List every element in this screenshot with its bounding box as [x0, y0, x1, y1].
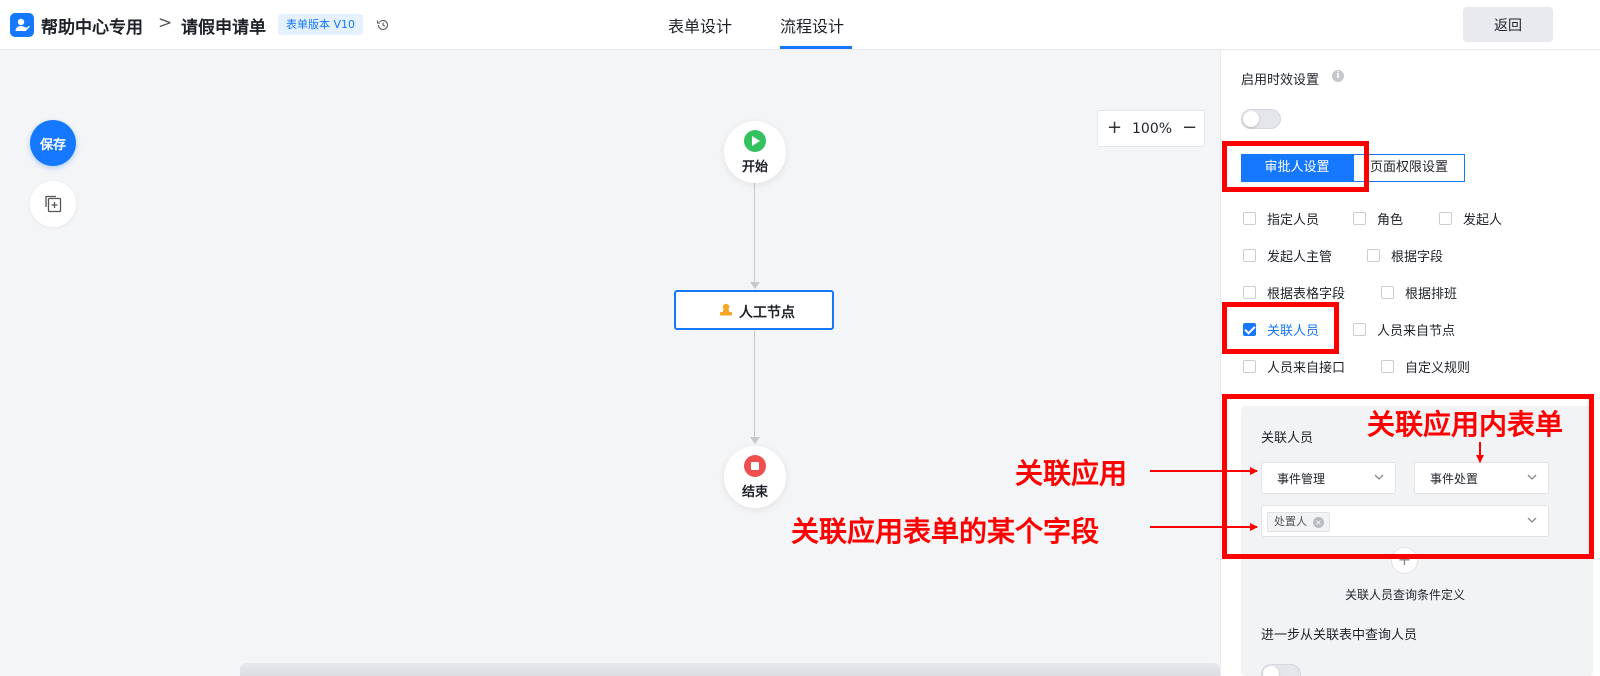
further-query-label: 进一步从关联表中查询人员 [1261, 628, 1418, 643]
annotation-box-related-config [1222, 394, 1594, 559]
checkbox[interactable] [1381, 286, 1394, 299]
chevron-down-icon [1527, 517, 1537, 523]
checkbox[interactable] [1243, 212, 1256, 225]
option-label: 自定义规则 [1405, 361, 1471, 376]
option-label: 角色 [1377, 213, 1404, 228]
related-person-config: 关联人员 事件管理 事件处置 处置人 × + 关联人员查询条件定义 进一步从关联… [1241, 406, 1593, 676]
checkbox[interactable] [1243, 360, 1256, 373]
timeliness-toggle[interactable] [1241, 109, 1281, 129]
play-icon [744, 130, 766, 152]
add-condition-label[interactable]: 关联人员查询条件定义 [1344, 588, 1465, 602]
option-label: 根据表格字段 [1267, 287, 1346, 302]
option-label: 根据字段 [1391, 250, 1444, 265]
connector-arrow [750, 282, 760, 289]
checkbox[interactable] [1353, 212, 1366, 225]
remove-tag-icon[interactable]: × [1313, 517, 1324, 528]
stop-icon [744, 455, 766, 477]
connector-start-manual [754, 183, 755, 283]
option-label: 根据排班 [1405, 287, 1458, 302]
zoom-out-button[interactable]: − [1182, 117, 1198, 138]
option-label: 指定人员 [1267, 213, 1320, 228]
end-node[interactable]: 结束 [724, 446, 786, 508]
back-button[interactable]: 返回 [1463, 7, 1553, 42]
checkbox[interactable] [1381, 360, 1394, 373]
zoom-level: 100% [1132, 121, 1173, 137]
history-icon[interactable] [376, 17, 390, 36]
option-label: 人员来自接口 [1267, 361, 1346, 376]
copy-button[interactable] [30, 181, 76, 227]
related-field-select[interactable]: 处置人 × [1261, 505, 1549, 537]
related-form-select[interactable]: 事件处置 [1414, 462, 1549, 494]
flow-canvas[interactable]: 保存 + 100% − [0, 50, 1220, 676]
option-label: 发起人 [1463, 213, 1503, 228]
app-user-icon [10, 13, 34, 37]
tab-flow-design[interactable]: 流程设计 [780, 17, 845, 36]
version-badge[interactable]: 表单版本 V10 [278, 14, 364, 35]
start-node[interactable]: 开始 [724, 121, 786, 183]
start-node-label: 开始 [741, 160, 768, 175]
checkbox-checked[interactable] [1243, 323, 1256, 336]
app-name[interactable]: 帮助中心专用 [41, 18, 143, 38]
field-tag-label: 处置人 [1274, 515, 1307, 528]
info-icon[interactable]: i [1332, 70, 1344, 82]
person-stamp-icon [720, 303, 732, 316]
field-tag: 处置人 × [1267, 512, 1330, 532]
further-query-toggle[interactable] [1261, 664, 1301, 676]
annotation-related-app: 关联应用 [1015, 457, 1128, 490]
zoom-control: + 100% − [1097, 110, 1205, 147]
select-value: 事件管理 [1277, 472, 1326, 486]
option-label: 人员来自节点 [1377, 324, 1456, 339]
annotation-box-related-option [1222, 302, 1339, 354]
connector-manual-end [754, 330, 755, 438]
select-value: 事件处置 [1430, 472, 1479, 486]
manual-node-label: 人工节点 [739, 305, 795, 321]
node-settings-panel: 启用时效设置 i 审批人设置 页面权限设置 指定人员 角色 发起人 发起人主管 … [1220, 50, 1600, 676]
annotation-app-in-form: 关联应用内表单 [1367, 408, 1564, 441]
related-person-title: 关联人员 [1261, 431, 1314, 446]
end-node-label: 结束 [741, 485, 768, 500]
breadcrumb-separator: > [158, 13, 173, 33]
checkbox[interactable] [1353, 323, 1366, 336]
save-button[interactable]: 保存 [30, 120, 76, 166]
checkbox[interactable] [1439, 212, 1452, 225]
zoom-in-button[interactable]: + [1107, 117, 1123, 138]
timeliness-setting-label: 启用时效设置 [1241, 73, 1320, 88]
checkbox[interactable] [1243, 286, 1256, 299]
form-name: 请假申请单 [181, 18, 266, 38]
chevron-down-icon [1374, 474, 1384, 480]
tab-page-permission[interactable]: 页面权限设置 [1353, 154, 1465, 182]
annotation-box-approver-tab [1222, 141, 1369, 192]
related-app-select[interactable]: 事件管理 [1261, 462, 1396, 494]
active-tab-indicator [780, 46, 852, 49]
checkbox[interactable] [1367, 249, 1380, 262]
manual-node[interactable]: 人工节点 [674, 290, 834, 330]
tab-approver-settings[interactable]: 审批人设置 [1241, 154, 1353, 182]
top-header: 帮助中心专用 > 请假申请单 表单版本 V10 表单设计 流程设计 返回 [0, 0, 1600, 50]
option-label: 关联人员 [1267, 324, 1320, 339]
checkbox[interactable] [1243, 249, 1256, 262]
annotation-field-of-form: 关联应用表单的某个字段 [791, 515, 1100, 548]
chevron-down-icon [1527, 474, 1537, 480]
option-label: 发起人主管 [1267, 250, 1333, 265]
bottom-scroll-edge [240, 663, 1220, 676]
tab-form-design[interactable]: 表单设计 [668, 17, 733, 36]
connector-arrow [750, 437, 760, 444]
